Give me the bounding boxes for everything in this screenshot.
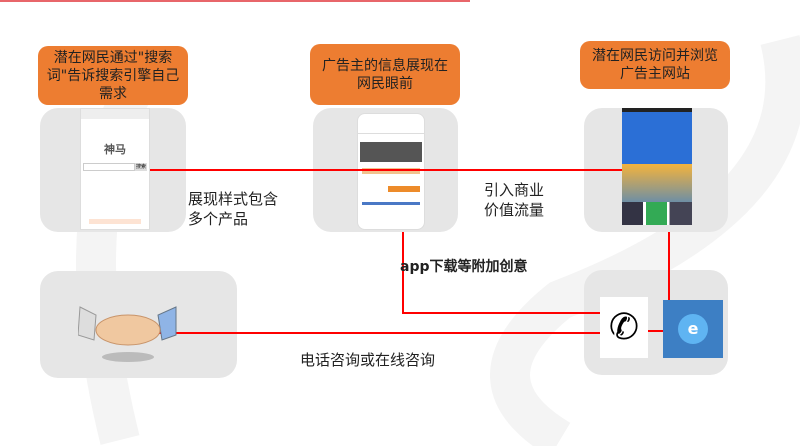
phone-call-icon: ✆	[600, 297, 648, 358]
caption-contact: 电话咨询或在线咨询	[300, 351, 436, 369]
search-button: 搜索	[135, 163, 147, 171]
contact-arrow-line	[146, 332, 600, 334]
step-1-label: 潜在网民通过"搜索词"告诉搜索引擎自己需求	[38, 46, 188, 105]
step-2-label: 广告主的信息展现在网民眼前	[310, 44, 460, 105]
caption-display-styles: 展现样式包含多个产品	[188, 190, 279, 228]
ad-screen	[357, 113, 425, 230]
top-accent-line	[0, 0, 470, 2]
flow-line-site-down	[668, 232, 670, 330]
flow-line-extra-vertical	[402, 232, 404, 314]
handshake-icon	[78, 306, 177, 362]
website-screen	[622, 108, 692, 225]
flow-line-extra-horizontal	[402, 312, 600, 314]
caption-extra: app下载等附加创意	[400, 259, 528, 275]
flow-line-top	[150, 169, 622, 171]
flow-line-site-join	[648, 330, 669, 332]
step-3-label: 潜在网民访问并浏览广告主网站	[580, 41, 730, 89]
online-chat-app-icon: e	[663, 300, 723, 358]
caption-traffic: 引入商业价值流量	[484, 181, 545, 219]
search-screen: 神马 搜索	[80, 108, 150, 230]
search-logo: 神马	[104, 143, 126, 156]
